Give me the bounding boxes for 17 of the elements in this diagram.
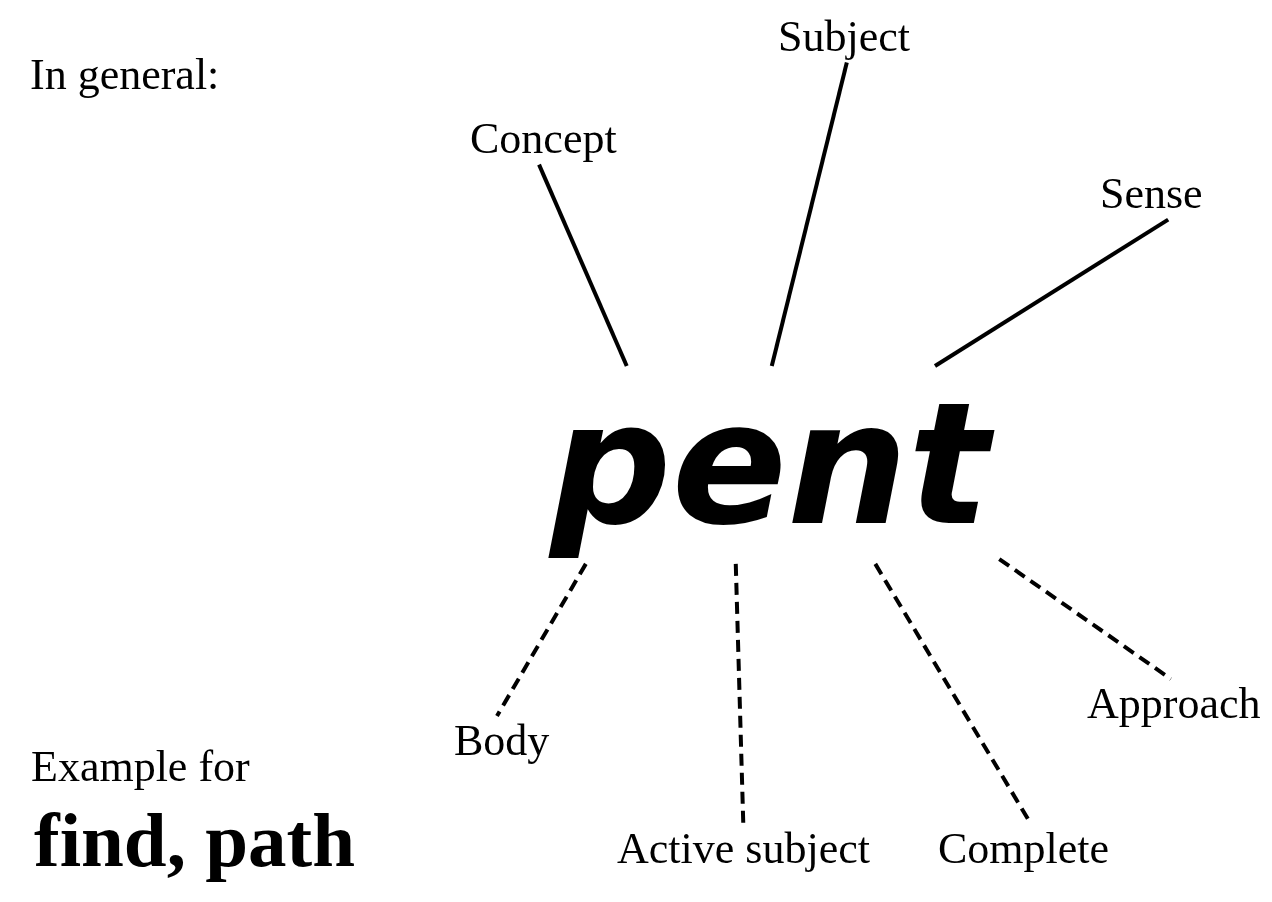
caption-text: Example for <box>31 742 250 793</box>
heading-text: In general: <box>30 50 220 101</box>
dashed-connector-line <box>495 562 588 717</box>
term-label: Concept <box>470 114 617 165</box>
example-words: find, path <box>34 796 355 885</box>
term-label: Active subject <box>617 824 870 875</box>
dashed-connector-line <box>733 563 746 825</box>
connector-line <box>933 217 1170 368</box>
connector-line <box>769 62 849 367</box>
term-label: Sense <box>1100 169 1203 220</box>
connector-line <box>537 163 629 367</box>
term-label: Complete <box>938 824 1110 875</box>
term-label: Subject <box>778 12 910 63</box>
headword: pent <box>540 366 1000 564</box>
term-label: Body <box>454 716 550 767</box>
dashed-connector-line <box>998 557 1173 681</box>
term-label: Approach <box>1087 679 1261 730</box>
